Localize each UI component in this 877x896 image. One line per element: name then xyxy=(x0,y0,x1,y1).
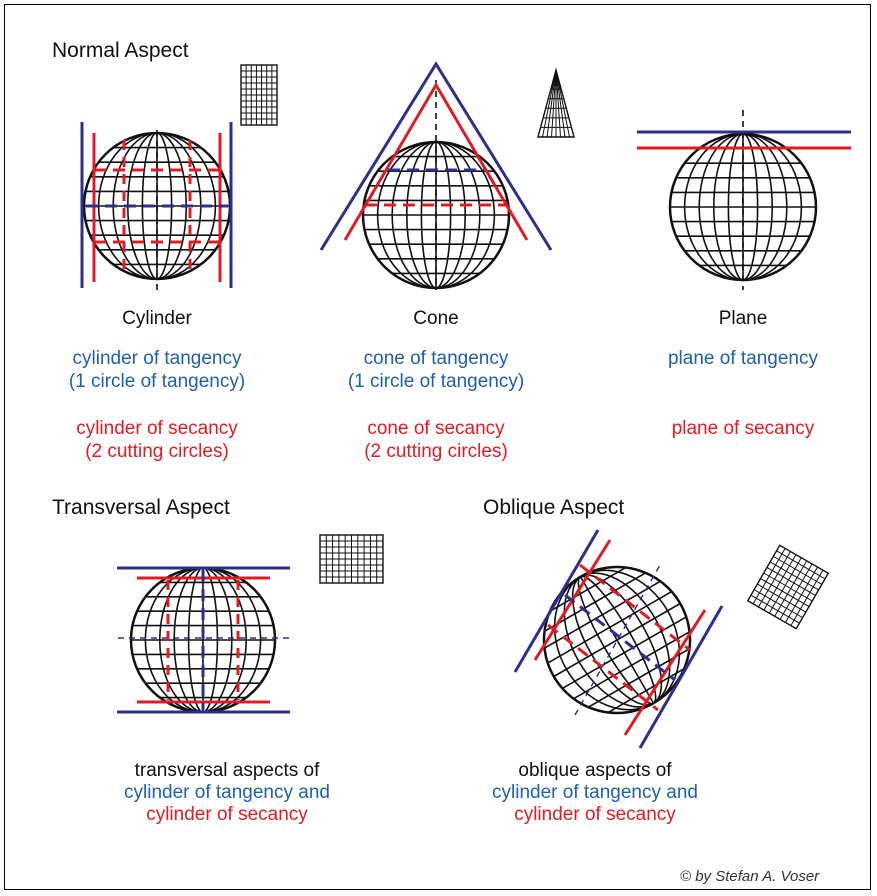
cylinder-label: Cylinder xyxy=(122,308,192,329)
oblique-axis xyxy=(574,564,661,716)
grid-line xyxy=(757,583,807,613)
oblique-tangency-circle xyxy=(564,593,676,682)
oblique-unrolled-grid xyxy=(746,544,830,630)
grid-line xyxy=(555,69,561,138)
oblique-caption-line3: cylinder of secancy xyxy=(514,804,676,825)
credit: © by Stefan A. Voser xyxy=(680,868,820,885)
parallel xyxy=(573,631,690,700)
cone-tangency-label: cone of tangency xyxy=(363,348,509,369)
grid-line xyxy=(760,578,810,607)
cone-unrolled-grid xyxy=(537,67,575,138)
cone-secancy-note: (2 cutting circles) xyxy=(364,441,508,462)
grid-line xyxy=(555,69,570,138)
transversal-caption-line1: transversal aspects of xyxy=(134,760,320,781)
cone-tangent xyxy=(319,61,553,251)
transversal-caption-line2: cylinder of tangency and xyxy=(124,782,330,803)
grid-line xyxy=(542,69,557,138)
grid-line xyxy=(555,69,566,138)
cone-secant xyxy=(343,82,529,241)
oblique-cut-circle-top xyxy=(579,563,691,652)
heading-normal-aspect: Normal Aspect xyxy=(52,39,189,62)
figure-frame xyxy=(4,4,871,890)
oblique-caption-line1: oblique aspects of xyxy=(518,760,672,781)
heading-oblique-aspect: Oblique Aspect xyxy=(483,496,625,519)
oblique-secant-right xyxy=(623,609,707,736)
grid-line xyxy=(551,69,557,138)
transversal-globe xyxy=(129,566,277,714)
grid-line xyxy=(763,572,813,602)
heading-transversal-aspect: Transversal Aspect xyxy=(52,496,230,519)
grid-line xyxy=(776,550,826,580)
grid-line xyxy=(769,561,819,591)
parallel xyxy=(561,616,687,690)
parallel xyxy=(544,572,647,632)
grid-line xyxy=(753,589,803,619)
parallel xyxy=(547,590,673,664)
parallel xyxy=(549,566,627,613)
transversal-caption-line3: cylinder of secancy xyxy=(146,804,308,825)
cone-tangency-note: (1 circle of tangency) xyxy=(347,371,525,392)
oblique-tangent-left xyxy=(513,529,600,673)
grid-line xyxy=(546,69,557,138)
plane-tangency-label: plane of tangency xyxy=(667,348,819,369)
cylinder-secancy-label: cylinder of secancy xyxy=(76,418,238,439)
parallel xyxy=(553,602,681,678)
cone-label: Cone xyxy=(413,308,459,329)
grid-line xyxy=(773,555,823,585)
cone-globe xyxy=(361,140,511,290)
cylinder-unrolled-grid xyxy=(240,64,278,126)
oblique-caption-line2: cylinder of tangency and xyxy=(492,782,698,803)
plane-label: Plane xyxy=(718,308,768,329)
cylinder-tangency-label: cylinder of tangency xyxy=(72,348,242,369)
plane-secancy-label: plane of secancy xyxy=(671,418,815,439)
cylinder-tangency-note: (1 circle of tangency) xyxy=(68,371,246,392)
grid-line xyxy=(766,567,816,596)
cone-secancy-label: cone of secancy xyxy=(367,418,505,439)
grid-line xyxy=(750,594,800,624)
oblique-globe xyxy=(542,565,692,715)
transversal-unrolled-grid xyxy=(319,534,384,584)
oblique-tangent-right xyxy=(638,605,724,749)
cylinder-secancy-note: (2 cutting circles) xyxy=(85,441,229,462)
oblique-cut-circle-bottom xyxy=(547,623,659,712)
